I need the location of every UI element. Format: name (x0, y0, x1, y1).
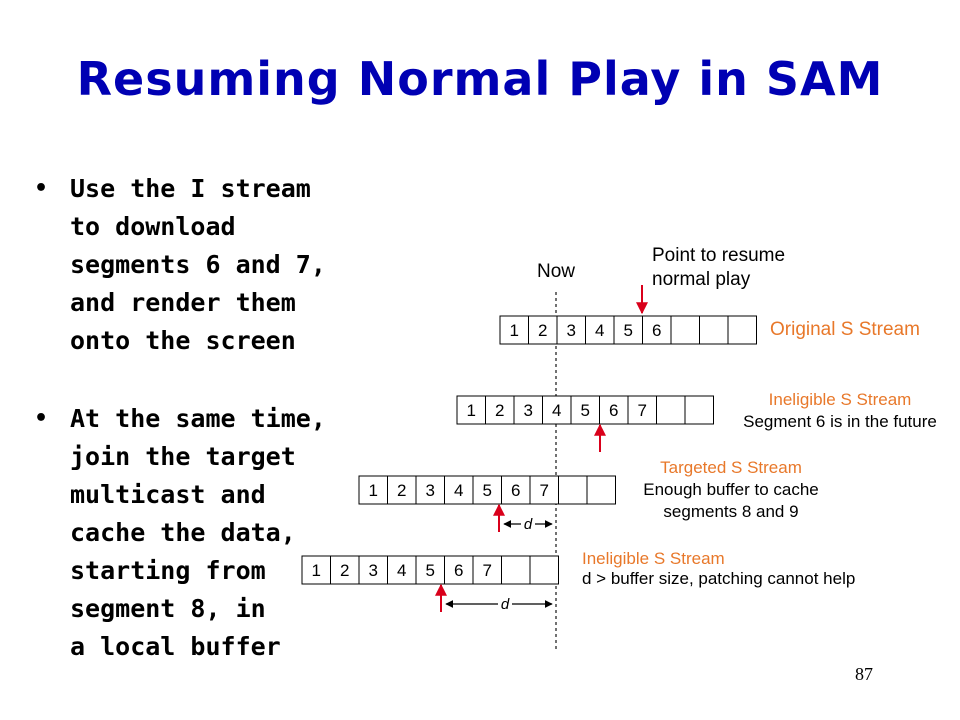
bullet-dot-icon: • (34, 176, 49, 201)
stream-description: Segment 6 is in the future (743, 412, 937, 431)
bullet-line: join the target (70, 442, 296, 471)
segment-cell (684, 395, 714, 425)
segment-number: 7 (540, 481, 549, 500)
segment-number: 4 (454, 481, 463, 500)
stream-title: Original S Stream (770, 319, 920, 340)
segment-number: 6 (609, 401, 618, 420)
segment-cell (444, 475, 474, 505)
bullet-line: to download (70, 212, 236, 241)
bullet-line: multicast and (70, 480, 266, 509)
segment-number: 2 (340, 561, 349, 580)
segment-cell (670, 315, 700, 345)
segment-number: 2 (495, 401, 504, 420)
bullet-line: cache the data, (70, 518, 296, 547)
segment-number: 6 (652, 321, 661, 340)
segment-cell (570, 395, 600, 425)
bullet-item-1: • Use the I stream to download segments … (34, 170, 374, 360)
segment-number: 3 (524, 401, 533, 420)
distance-label-bg (498, 594, 512, 612)
segment-cell (358, 475, 388, 505)
stream-title: Targeted S Stream (660, 458, 802, 477)
page-number: 87 (855, 664, 873, 684)
segment-cell (528, 315, 558, 345)
segment-cell (699, 315, 729, 345)
segment-cell (727, 315, 757, 345)
segment-cell (585, 315, 615, 345)
segment-number: 2 (397, 481, 406, 500)
bullet-line: segments 6 and 7, (70, 250, 326, 279)
stream-description: d > buffer size, patching cannot help (582, 569, 855, 588)
bullet-item-2: • At the same time, join the target mult… (34, 400, 374, 666)
segment-cell (529, 475, 559, 505)
distance-label: d (524, 516, 533, 533)
segment-number: 1 (369, 481, 378, 500)
segment-cell (542, 395, 572, 425)
segment-number: 6 (454, 561, 463, 580)
segment-number: 1 (467, 401, 476, 420)
segment-cell (558, 475, 588, 505)
stream-description: segments 8 and 9 (663, 502, 798, 521)
segment-number: 6 (511, 481, 520, 500)
distance-label-bg (521, 514, 535, 532)
segment-cell (529, 555, 559, 585)
bullet-line: onto the screen (70, 326, 296, 355)
segment-number: 7 (638, 401, 647, 420)
bullet-list: • Use the I stream to download segments … (34, 170, 374, 666)
bullet-line: segment 8, in (70, 594, 266, 623)
stream-title: Ineligible S Stream (582, 549, 725, 568)
stream-description: Enough buffer to cache (643, 480, 819, 499)
segment-number: 5 (581, 401, 590, 420)
bullet-line: Use the I stream (70, 174, 311, 203)
segment-number: 5 (624, 321, 633, 340)
segment-number: 3 (567, 321, 576, 340)
segment-number: 7 (483, 561, 492, 580)
segment-cell (513, 395, 543, 425)
bullet-line: a local buffer (70, 632, 281, 661)
bullet-line: At the same time, (70, 404, 326, 433)
bullet-line: and render them (70, 288, 296, 317)
bullet-dot-icon: • (34, 406, 49, 431)
segment-cell (586, 475, 616, 505)
segment-cell (656, 395, 686, 425)
segment-number: 5 (483, 481, 492, 500)
segment-cell (485, 395, 515, 425)
bullet-line: starting from (70, 556, 266, 585)
segment-cell (556, 315, 586, 345)
segment-number: 4 (595, 321, 604, 340)
segment-cell (456, 395, 486, 425)
segment-cell (415, 475, 445, 505)
segment-number: 3 (369, 561, 378, 580)
segment-cell (627, 395, 657, 425)
segment-cell (501, 555, 531, 585)
distance-label: d (501, 596, 510, 613)
segment-number: 5 (426, 561, 435, 580)
segment-number: 4 (397, 561, 406, 580)
segment-number: 4 (552, 401, 561, 420)
page-title: Resuming Normal Play in SAM (76, 52, 884, 106)
segment-cell (642, 315, 672, 345)
stream-title: Ineligible S Stream (769, 390, 912, 409)
segment-cell (387, 555, 417, 585)
segment-number: 1 (312, 561, 321, 580)
segment-number: 3 (426, 481, 435, 500)
now-label: Now (537, 261, 575, 282)
resume-label-line-2: normal play (652, 269, 751, 290)
segment-number: 2 (538, 321, 547, 340)
resume-label-line-1: Point to resume (652, 245, 785, 266)
segment-number: 1 (510, 321, 519, 340)
